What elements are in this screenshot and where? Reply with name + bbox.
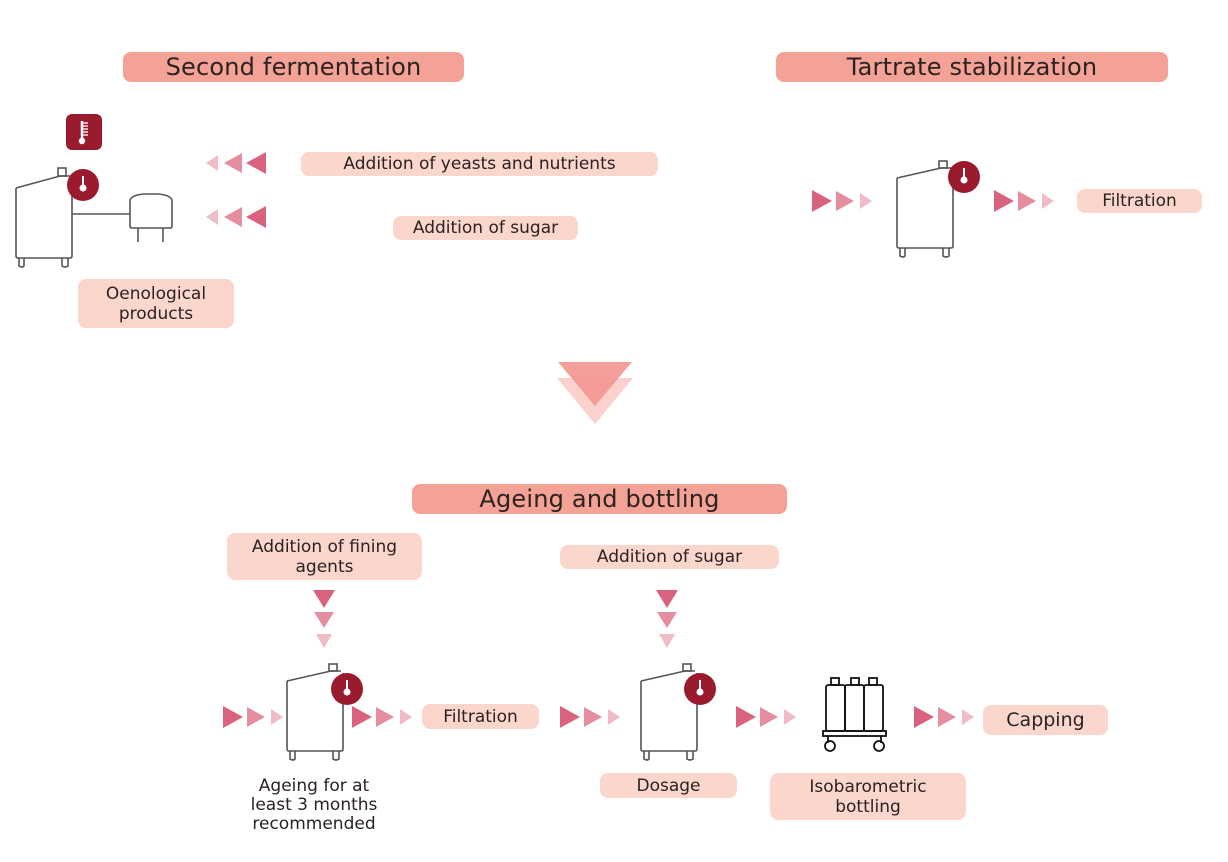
section-title-ageing-bottling: Ageing and bottling (412, 484, 787, 514)
arrow-left-icon (206, 152, 266, 174)
label-yeasts-nutrients: Addition of yeasts and nutrients (301, 152, 658, 176)
label-capping: Capping (983, 705, 1108, 735)
section-title-second-fermentation: Second fermentation (123, 52, 464, 82)
gauge-icon (67, 169, 99, 201)
small-tank-icon (72, 193, 173, 242)
tank-icon (896, 160, 954, 258)
label-filtration-ageing: Filtration (422, 704, 539, 729)
label-addition-sugar-dosage: Addition of sugar (560, 545, 779, 569)
down-arrow-icon (557, 362, 633, 424)
arrow-right-icon (223, 706, 283, 728)
arrow-down-icon (313, 590, 335, 648)
tank-icon (286, 663, 344, 761)
arrow-right-icon (994, 190, 1054, 212)
label-isobarometric-bottling: Isobarometric bottling (770, 773, 966, 820)
arrow-right-icon (736, 706, 796, 728)
thermometer-icon (66, 114, 102, 150)
gauge-icon (948, 161, 980, 193)
section-title-tartrate-stabilization: Tartrate stabilization (776, 52, 1168, 82)
tank-icon (640, 663, 698, 761)
arrow-down-icon (656, 590, 678, 648)
arrow-left-icon (206, 206, 266, 228)
label-oenological-products: Oenological products (78, 279, 234, 328)
label-dosage: Dosage (600, 773, 737, 798)
label-ageing-recommendation: Ageing for at least 3 months recommended (250, 776, 378, 834)
label-addition-sugar: Addition of sugar (393, 216, 578, 240)
arrow-right-icon (560, 706, 620, 728)
arrow-right-icon (812, 190, 872, 212)
label-filtration-tartrate: Filtration (1077, 189, 1202, 213)
label-fining-agents: Addition of fining agents (227, 533, 422, 580)
gauge-icon (684, 673, 716, 705)
tank-icon (15, 167, 73, 268)
bottling-cart-icon (822, 677, 887, 752)
arrow-right-icon (914, 706, 974, 728)
gauge-icon (331, 673, 363, 705)
arrow-right-icon (352, 706, 412, 728)
